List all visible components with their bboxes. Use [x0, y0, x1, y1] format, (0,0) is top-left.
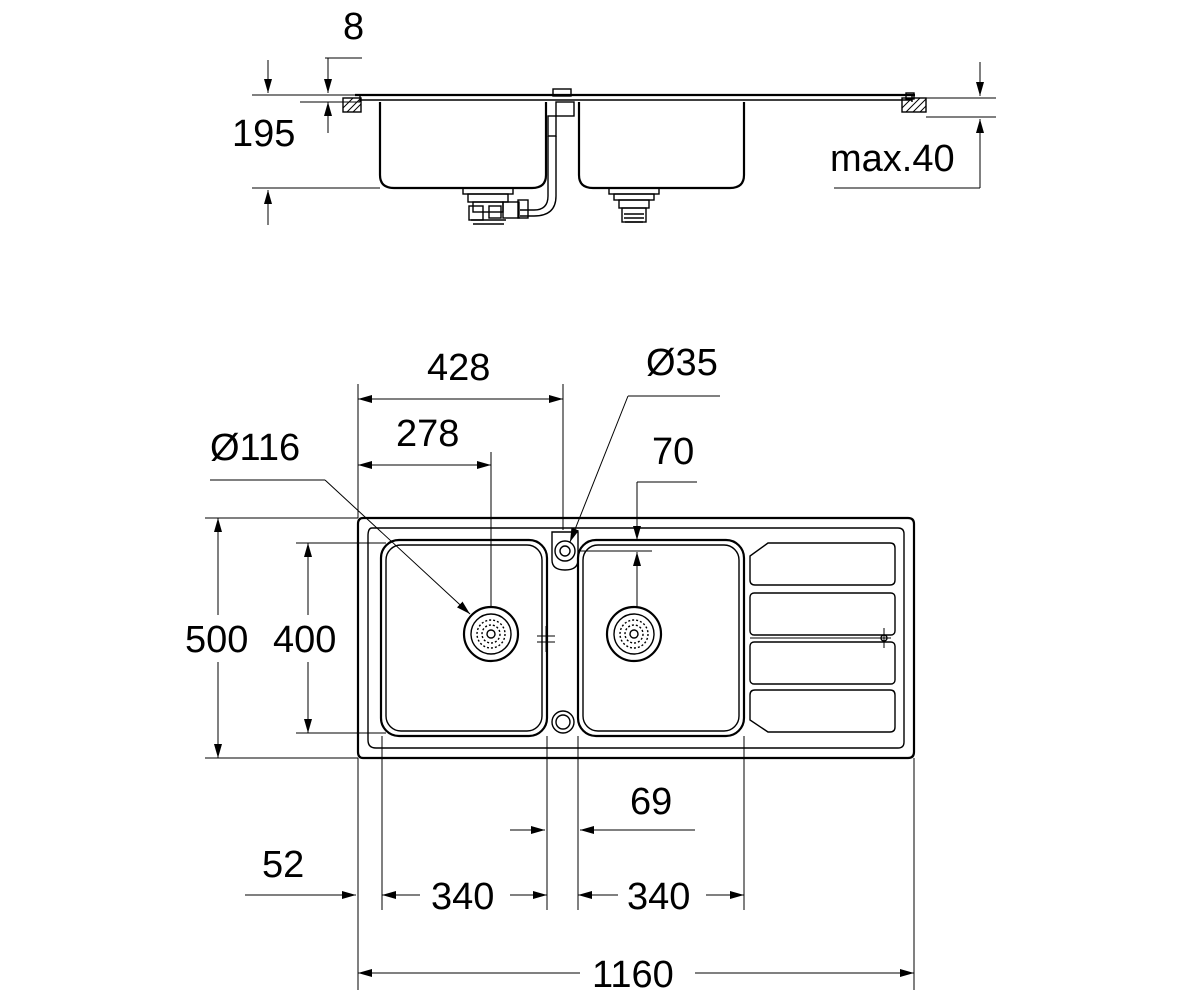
- dim-tap-hole-label: Ø35: [646, 342, 718, 384]
- side-right-bowl: [577, 102, 746, 190]
- dim-overall-length-group: 1160: [358, 954, 914, 996]
- extension-lines: [357, 736, 915, 990]
- dim-bowl-offset-group: 428: [357, 347, 564, 530]
- dim-depth-label: 195: [232, 113, 295, 155]
- dim-edge-offset-label: 52: [262, 844, 304, 886]
- overflow-outlet: [551, 710, 575, 734]
- dim-overall-length-label: 1160: [592, 954, 674, 996]
- dim-bowl-depth-group: 400: [273, 542, 386, 734]
- dim-edge-offset-group: 52: [245, 844, 356, 899]
- dim-overall-depth-group: 500: [185, 517, 358, 759]
- drainer-board: [749, 542, 896, 733]
- dim-drain-offset-group: 278: [358, 413, 492, 606]
- tap-hole: [551, 531, 579, 571]
- sink-inner-rim: [367, 527, 905, 749]
- left-bowl: [379, 538, 549, 738]
- dim-lip-group: 8: [252, 6, 364, 133]
- left-drain: [462, 605, 520, 663]
- side-left-waste: [462, 187, 529, 225]
- center-mark: [537, 626, 555, 652]
- dim-bowl-offset-label: 428: [427, 347, 490, 389]
- dim-divider-width-group: 69: [510, 781, 695, 834]
- dim-drain-diameter-label: Ø116: [210, 427, 300, 469]
- top-view: 428 Ø35 278 Ø116 70: [185, 342, 916, 996]
- dim-drain-right-label: 70: [652, 431, 694, 473]
- side-left-bowl: [378, 102, 548, 190]
- dim-left-bowl-width-label: 340: [431, 876, 494, 918]
- side-rim: [355, 93, 915, 102]
- side-view: 8 195 max.40: [232, 6, 996, 225]
- side-right-waste: [608, 187, 660, 223]
- dim-divider-width-label: 69: [630, 781, 672, 823]
- dim-depth-group: 195: [232, 60, 380, 225]
- sink-outline: [356, 516, 916, 760]
- dim-lip-label: 8: [343, 6, 364, 48]
- dim-right-bowl-width-label: 340: [627, 876, 690, 918]
- right-bowl: [576, 538, 746, 738]
- dim-worktop-group: max.40: [830, 62, 996, 189]
- dim-right-bowl-width-group: 340: [578, 876, 744, 918]
- dim-overall-depth-label: 500: [185, 619, 248, 661]
- side-overflow: [520, 88, 575, 217]
- right-drain: [605, 605, 663, 663]
- dim-drain-offset-label: 278: [396, 413, 459, 455]
- dim-drain-right-group: 70: [580, 431, 697, 608]
- dim-drain-diameter-group: Ø116: [210, 427, 471, 615]
- dim-left-bowl-width-group: 340: [382, 876, 547, 918]
- side-worktop-right: [901, 92, 927, 113]
- dim-worktop-label: max.40: [830, 138, 955, 180]
- dim-tap-hole-group: Ø35: [569, 342, 720, 543]
- dim-bowl-depth-label: 400: [273, 619, 336, 661]
- side-worktop-left: [342, 97, 362, 113]
